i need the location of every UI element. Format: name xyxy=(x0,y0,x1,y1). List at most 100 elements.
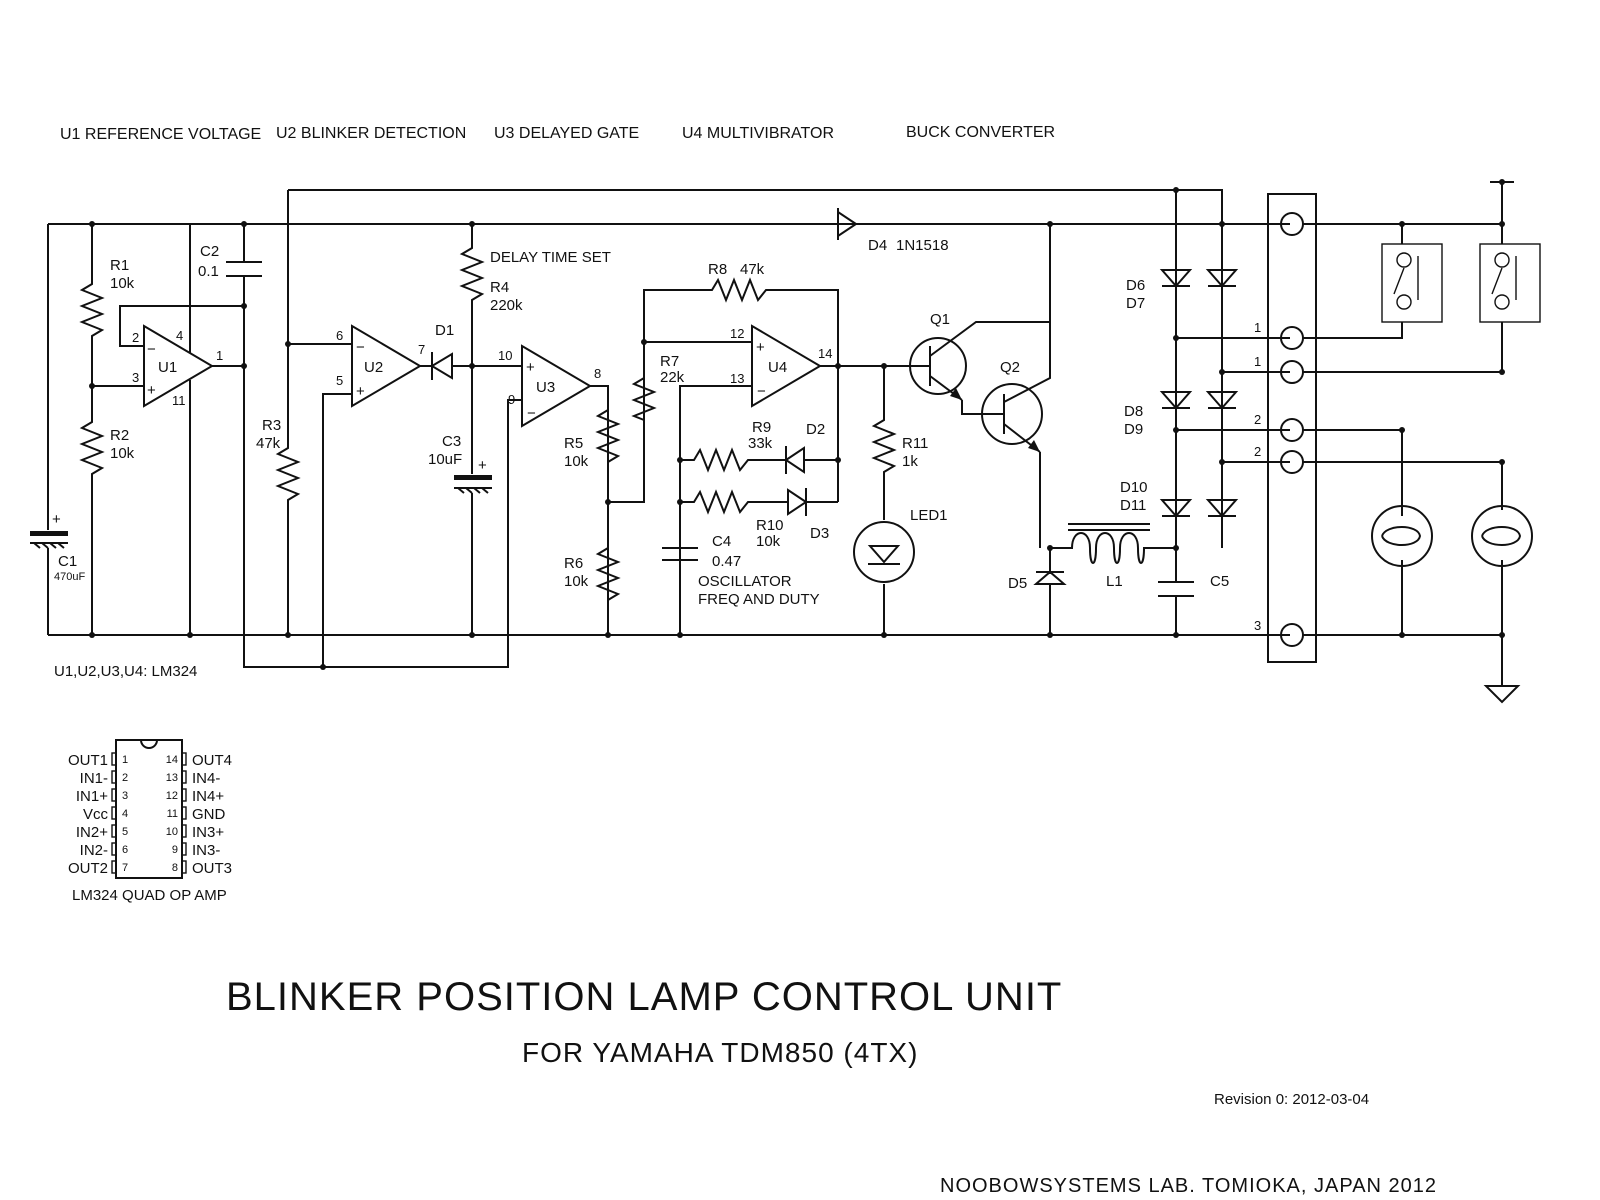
u4-pin-minus: 13 xyxy=(730,371,744,386)
r3-value: 47k xyxy=(256,435,281,452)
lm324-pin-box xyxy=(181,752,187,766)
resistor-r11: R11 1k xyxy=(871,366,928,520)
resistor-r6: R6 10k xyxy=(564,547,621,601)
lm324-pin-name: IN4- xyxy=(192,770,220,787)
d8-label: D8 xyxy=(1124,403,1143,420)
c2-value: 0.1 xyxy=(198,263,219,280)
r4-value: 220k xyxy=(490,297,523,314)
diode-d3: D3 xyxy=(787,488,838,542)
lm324-pin-number: 3 xyxy=(122,790,128,802)
junction-dots xyxy=(89,179,1505,670)
u2-pin-out: 7 xyxy=(418,342,425,357)
c3-label: C3 xyxy=(442,433,461,450)
lm324-pin-name: IN3+ xyxy=(192,824,224,841)
led1-label: LED1 xyxy=(910,507,948,524)
lm324-pin-number: 5 xyxy=(122,826,128,838)
lm324-pin-name: GND xyxy=(192,806,226,823)
svg-text:+: + xyxy=(756,339,765,356)
revision-label: Revision 0: 2012-03-04 xyxy=(1214,1091,1369,1108)
resistor-r1: R1 10k xyxy=(79,224,135,386)
u1-pin-plus: 3 xyxy=(132,370,139,385)
section-u3-label: U3 DELAYED GATE xyxy=(494,125,639,142)
r4-label: R4 xyxy=(490,279,509,296)
lm324-pin-box xyxy=(111,842,117,856)
lm324-caption: LM324 QUAD OP AMP xyxy=(72,887,227,904)
connector-pin-1a: 1 xyxy=(1254,320,1261,335)
opamp-u1: U1 − + 2 3 1 4 11 xyxy=(92,224,244,635)
lm324-pin-number: 12 xyxy=(166,790,178,802)
lm324-pin-box xyxy=(111,770,117,784)
r10-value: 10k xyxy=(756,533,781,550)
inductor-l1: L1 xyxy=(1050,523,1176,590)
power-rails xyxy=(48,189,1290,668)
c3-value: 10uF xyxy=(428,451,462,468)
lm324-pin-name: IN3- xyxy=(192,842,220,859)
svg-text:+: + xyxy=(356,383,365,400)
resistor-r3: R3 47k xyxy=(256,190,352,635)
r9-value: 33k xyxy=(748,435,773,452)
svg-text:−: − xyxy=(527,405,536,422)
section-buck-label: BUCK CONVERTER xyxy=(906,124,1055,141)
r2-label: R2 xyxy=(110,427,129,444)
resistor-r9: R9 33k xyxy=(680,419,786,473)
u2-pin-plus: 5 xyxy=(336,373,343,388)
d10-label: D10 xyxy=(1120,479,1148,496)
lm324-pin-name: OUT4 xyxy=(192,752,232,769)
lm324-pin-name: IN2- xyxy=(80,842,108,859)
u2-label: U2 xyxy=(364,359,383,376)
diode-d1: D1 xyxy=(430,322,522,380)
diode-d2: D2 xyxy=(784,421,838,474)
d11-label: D11 xyxy=(1120,497,1146,514)
lm324-pin-number: 10 xyxy=(166,826,178,838)
svg-text:−: − xyxy=(757,383,766,400)
resistor-r5: R5 10k xyxy=(564,409,621,470)
u3-pin-minus: 9 xyxy=(508,392,515,407)
u3-pin-out: 8 xyxy=(594,366,601,381)
r1-label: R1 xyxy=(110,257,129,274)
q1-label: Q1 xyxy=(930,311,950,328)
r6-label: R6 xyxy=(564,555,583,572)
c4-value: 0.47 xyxy=(712,553,741,570)
lm324-pin-name: IN2+ xyxy=(76,824,108,841)
resistor-r4: DELAY TIME SET R4 220k xyxy=(459,224,611,474)
lm324-pin-box xyxy=(181,806,187,820)
l1-label: L1 xyxy=(1106,573,1123,590)
lm324-pin-box xyxy=(111,824,117,838)
lm324-pin-name: OUT1 xyxy=(68,752,108,769)
lm324-pin-number: 13 xyxy=(166,772,178,784)
r9-label: R9 xyxy=(752,419,771,436)
lm324-pin-box xyxy=(111,860,117,874)
u4-pin-out: 14 xyxy=(818,346,832,361)
u1-pin-minus: 2 xyxy=(132,330,139,345)
svg-text:−: − xyxy=(147,341,156,358)
r5-value: 10k xyxy=(564,453,589,470)
lm324-pin-name: IN1- xyxy=(80,770,108,787)
lamp-right xyxy=(1471,505,1533,567)
r11-value: 1k xyxy=(902,453,918,470)
r8-label: R8 xyxy=(708,261,727,278)
d2-label: D2 xyxy=(806,421,825,438)
u4-pin-plus: 12 xyxy=(730,326,744,341)
d3-label: D3 xyxy=(810,525,829,542)
footer-credit: NOOBOWSYSTEMS LAB. TOMIOKA, JAPAN 2012 xyxy=(940,1175,1437,1197)
r2-value: 10k xyxy=(110,445,135,462)
c1-label: C1 xyxy=(58,553,77,570)
u1-pin-out: 1 xyxy=(216,348,223,363)
u1-pin-gnd: 11 xyxy=(172,393,186,408)
r11-label: R11 xyxy=(902,435,928,452)
lm324-pin-name: IN4+ xyxy=(192,788,224,805)
c1-value: 470uF xyxy=(54,571,85,583)
r8-value: 47k xyxy=(740,261,765,278)
lm324-pin-name: Vcc xyxy=(83,806,109,823)
lm324-pin-name: OUT2 xyxy=(68,860,108,877)
q2-label: Q2 xyxy=(1000,359,1020,376)
lm324-pin-box xyxy=(181,860,187,874)
c4-note-2: FREQ AND DUTY xyxy=(698,591,820,608)
u4-label: U4 xyxy=(768,359,787,376)
u3-pin-plus: 10 xyxy=(498,348,512,363)
lm324-pin-number: 4 xyxy=(122,808,128,820)
connector-pin-1b: 1 xyxy=(1254,354,1261,369)
u2-pin-minus: 6 xyxy=(336,328,343,343)
diode-d4: D4 1N1518 xyxy=(837,208,949,254)
opamp-u2: U2 − + 6 5 7 xyxy=(336,324,432,408)
